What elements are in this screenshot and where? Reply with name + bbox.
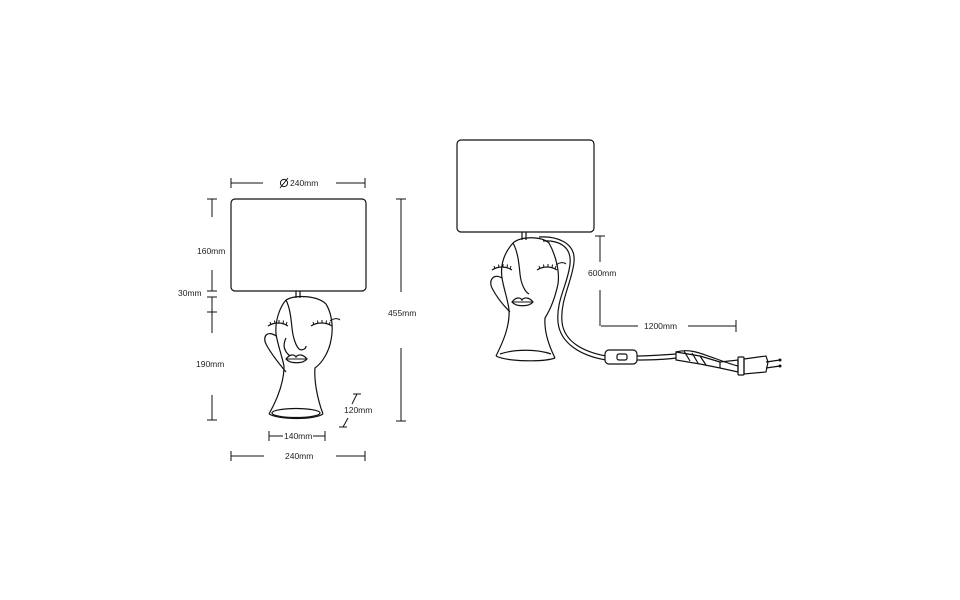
front-view: 240mm — [178, 177, 416, 461]
neck-height-label: 30mm — [178, 288, 202, 298]
shade-diameter-label: 240mm — [290, 178, 318, 188]
cable-vertical-label: 600mm — [588, 268, 616, 278]
total-height-label: 455mm — [388, 308, 416, 318]
shade-height-label: 160mm — [197, 246, 225, 256]
cable-vertical-dimension: 600mm — [588, 235, 616, 326]
lamp-shade-side — [456, 139, 595, 233]
face-base-front — [264, 295, 341, 420]
total-height-dimension: 455mm — [388, 198, 416, 422]
side-view: 600mm 1200mm — [456, 139, 782, 376]
lips-side-icon — [511, 297, 534, 307]
lips-icon — [285, 354, 308, 364]
closed-eye-left-icon — [267, 320, 289, 327]
shade-diameter-dimension: 240mm — [230, 177, 366, 189]
closed-eye-right-icon — [310, 318, 341, 327]
bottom-width-dimension: 140mm — [268, 431, 326, 441]
cable-length-label: 1200mm — [644, 321, 677, 331]
bottom-depth-label: 120mm — [344, 405, 372, 415]
lamp-shade-front — [230, 198, 367, 292]
total-width-label: 240mm — [285, 451, 313, 461]
bottom-depth-dimension: 120mm — [339, 393, 372, 428]
closed-eye-side-left-icon — [491, 264, 513, 271]
face-base-side — [490, 237, 567, 362]
left-height-dimensions: 160mm 30mm 190mm — [178, 198, 225, 421]
power-cable — [538, 236, 677, 361]
bottom-width-label: 140mm — [284, 431, 312, 441]
cable-length-dimension: 1200mm — [601, 320, 737, 332]
diameter-symbol-icon — [279, 177, 289, 189]
inline-switch-icon — [604, 349, 638, 365]
base-height-label: 190mm — [196, 359, 224, 369]
closed-eye-side-right-icon — [536, 262, 567, 271]
power-plug-icon — [675, 350, 782, 376]
total-width-dimension: 240mm — [230, 451, 366, 461]
